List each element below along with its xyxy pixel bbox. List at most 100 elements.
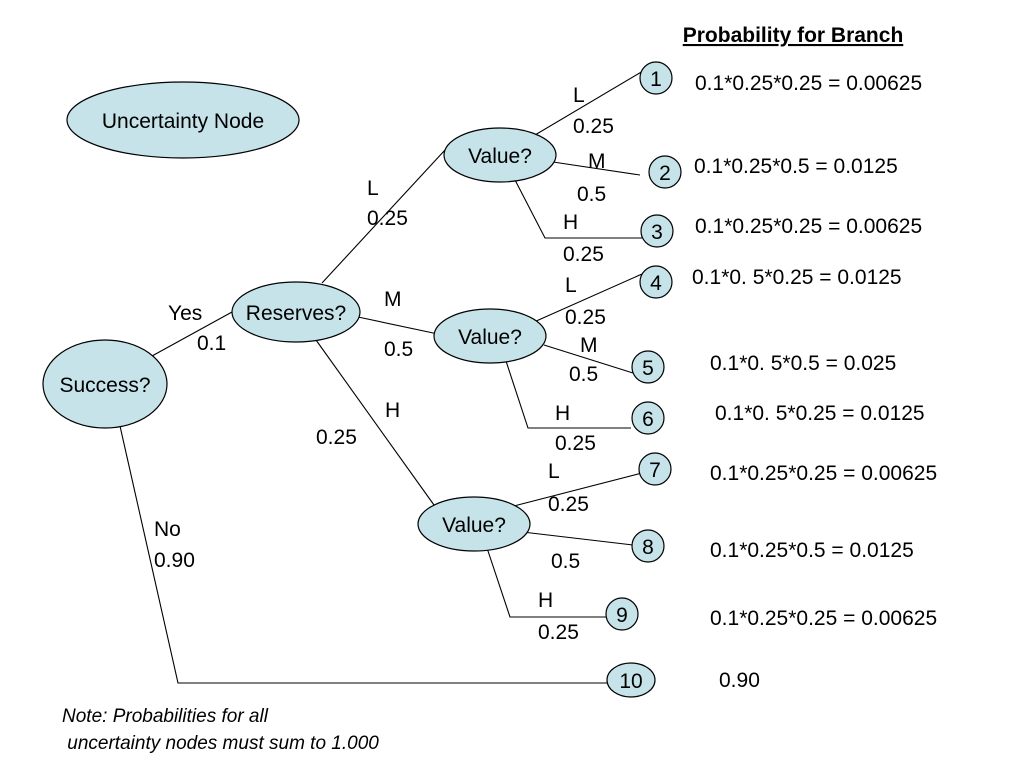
heading: Probability for Branch bbox=[683, 24, 904, 47]
edge-v3-end9 bbox=[486, 547, 608, 618]
end-node-1: 1 bbox=[639, 61, 673, 95]
success-node-label: Success? bbox=[59, 374, 150, 397]
edge-v2-end4 bbox=[533, 273, 643, 323]
value-node-l-ellipse bbox=[443, 127, 557, 183]
v2-l-prob: 0.25 bbox=[565, 306, 606, 329]
success-node-ellipse bbox=[42, 339, 168, 429]
value-node-h-label: Value? bbox=[442, 514, 506, 537]
edge-reserves-value-l bbox=[321, 149, 446, 284]
formula-9: 0.1*0.25*0.25 = 0.00625 bbox=[710, 607, 937, 630]
end-node-2: 2 bbox=[648, 155, 682, 189]
end-node-5-label: 5 bbox=[642, 357, 654, 380]
end-node-3: 3 bbox=[640, 214, 674, 248]
note-line-2: uncertainty nodes must sum to 1.000 bbox=[62, 733, 379, 754]
end-node-3-label: 3 bbox=[651, 221, 663, 244]
end-node-8-circle bbox=[631, 529, 665, 563]
v2-l-label: L bbox=[565, 274, 577, 297]
end-node-5-circle bbox=[631, 350, 665, 384]
v2-h-prob: 0.25 bbox=[555, 432, 596, 455]
res-h-label: H bbox=[385, 399, 400, 422]
end-node-6-circle bbox=[631, 401, 665, 435]
v1-m-label: M bbox=[588, 150, 606, 173]
formula-10: 0.90 bbox=[719, 669, 760, 692]
end-node-7-circle bbox=[638, 452, 672, 486]
reserves-node: Reserves? bbox=[231, 281, 361, 343]
formula-1: 0.1*0.25*0.25 = 0.00625 bbox=[695, 72, 922, 95]
end-node-4-circle bbox=[639, 265, 673, 299]
v1-h-label: H bbox=[563, 211, 578, 234]
v2-m-prob: 0.5 bbox=[569, 363, 598, 386]
success-node: Success? bbox=[42, 339, 168, 429]
no-label: No bbox=[154, 518, 181, 541]
end-node-3-circle bbox=[640, 214, 674, 248]
value-node-m-ellipse bbox=[433, 308, 547, 364]
end-node-10-circle bbox=[606, 662, 656, 698]
formula-6: 0.1*0. 5*0.25 = 0.0125 bbox=[715, 402, 925, 425]
end-node-9-circle bbox=[605, 597, 639, 631]
reserves-node-ellipse bbox=[231, 281, 361, 343]
end-node-7-label: 7 bbox=[649, 459, 661, 482]
end-node-8: 8 bbox=[631, 529, 665, 563]
v3-m-prob: 0.5 bbox=[551, 550, 580, 573]
edge-v1-end3 bbox=[513, 177, 642, 239]
no-prob: 0.90 bbox=[154, 549, 195, 572]
v1-l-label: L bbox=[573, 84, 585, 107]
edge-v3-end7 bbox=[509, 472, 643, 508]
v1-h-prob: 0.25 bbox=[563, 243, 604, 266]
edge-reserves-value-m bbox=[357, 316, 439, 335]
end-node-5: 5 bbox=[631, 350, 665, 384]
formula-7: 0.1*0.25*0.25 = 0.00625 bbox=[710, 462, 937, 485]
edge-v3-end8 bbox=[513, 530, 634, 546]
v3-h-label: H bbox=[538, 589, 553, 612]
end-node-10-label: 10 bbox=[619, 670, 642, 693]
value-node-l: Value? bbox=[443, 127, 557, 183]
end-node-9-label: 9 bbox=[616, 604, 628, 627]
end-node-1-label: 1 bbox=[650, 68, 662, 91]
res-m-label: M bbox=[384, 288, 402, 311]
end-node-6: 6 bbox=[631, 401, 665, 435]
end-node-7: 7 bbox=[638, 452, 672, 486]
v2-m-label: M bbox=[580, 334, 598, 357]
endpoints: 1 2 3 4 5 6 7 8 bbox=[605, 61, 682, 698]
legend-uncertainty-node-label: Uncertainty Node bbox=[102, 110, 264, 133]
edge-success-end10 bbox=[119, 425, 608, 684]
formula-3: 0.1*0.25*0.25 = 0.00625 bbox=[695, 215, 922, 238]
formula-8: 0.1*0.25*0.5 = 0.0125 bbox=[710, 539, 914, 562]
res-l-prob: 0.25 bbox=[367, 207, 408, 230]
yes-label: Yes bbox=[168, 302, 202, 325]
end-node-1-circle bbox=[639, 61, 673, 95]
value-node-m: Value? bbox=[433, 308, 547, 364]
value-node-m-label: Value? bbox=[458, 326, 522, 349]
end-node-2-circle bbox=[648, 155, 682, 189]
note-line-1: Note: Probabilities for all bbox=[62, 706, 269, 727]
edge-v1-end1 bbox=[534, 70, 644, 136]
v3-l-label: L bbox=[548, 460, 560, 483]
formula-5: 0.1*0. 5*0.5 = 0.025 bbox=[710, 352, 896, 375]
edges bbox=[119, 70, 644, 684]
res-l-label: L bbox=[367, 177, 379, 200]
edge-v2-end6 bbox=[504, 357, 631, 429]
formula-4: 0.1*0. 5*0.25 = 0.0125 bbox=[692, 266, 902, 289]
v1-l-prob: 0.25 bbox=[573, 115, 614, 138]
value-node-h: Value? bbox=[417, 496, 531, 552]
edge-labels: Yes 0.1 No 0.90 L 0.25 M 0.5 H 0.25 L 0.… bbox=[154, 84, 614, 644]
res-m-prob: 0.5 bbox=[384, 338, 413, 361]
end-node-2-label: 2 bbox=[659, 162, 671, 185]
value-node-h-ellipse bbox=[417, 496, 531, 552]
legend-uncertainty-node-ellipse bbox=[66, 81, 300, 159]
v3-l-prob: 0.25 bbox=[548, 493, 589, 516]
v2-h-label: H bbox=[555, 402, 570, 425]
edge-success-reserves bbox=[151, 311, 233, 357]
end-node-4: 4 bbox=[639, 265, 673, 299]
reserves-node-label: Reserves? bbox=[246, 302, 346, 325]
edge-reserves-value-h bbox=[315, 339, 435, 506]
end-node-8-label: 8 bbox=[642, 536, 654, 559]
end-node-9: 9 bbox=[605, 597, 639, 631]
end-node-10: 10 bbox=[606, 662, 656, 698]
formula-2: 0.1*0.25*0.5 = 0.0125 bbox=[694, 155, 898, 178]
end-node-4-label: 4 bbox=[650, 272, 662, 295]
branch-probabilities: 0.1*0.25*0.25 = 0.00625 0.1*0.25*0.5 = 0… bbox=[692, 72, 937, 692]
v3-h-prob: 0.25 bbox=[538, 621, 579, 644]
